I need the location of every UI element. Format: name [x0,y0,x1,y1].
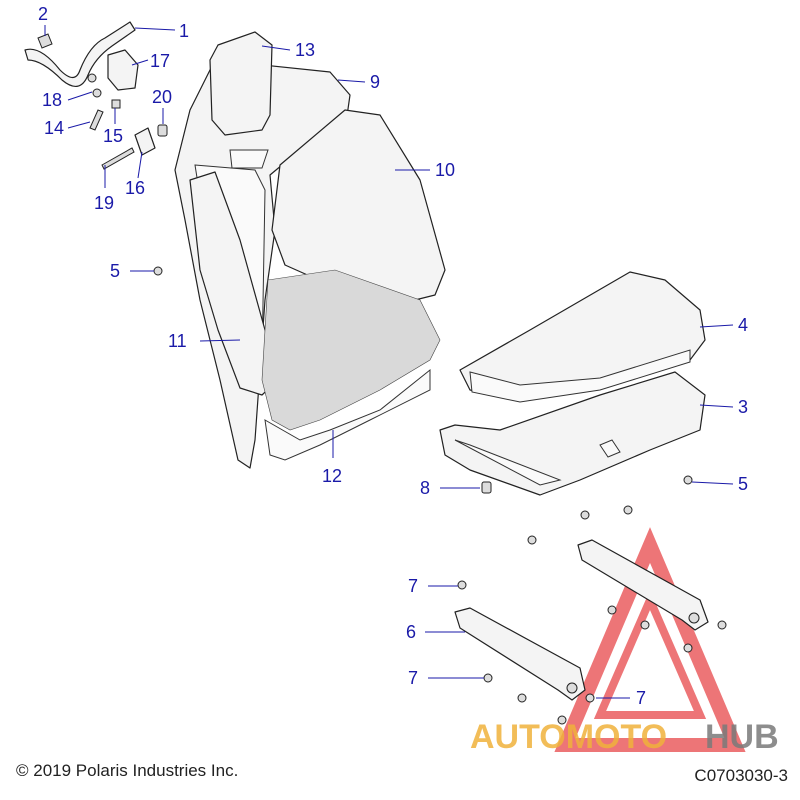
callout-5-left: 5 [110,261,120,281]
seat-back-lower-pan [261,269,441,461]
callout-12: 12 [322,466,342,486]
clip-2 [37,33,53,49]
callout-19: 19 [94,193,114,213]
watermark-text: AUTOMOTO HUB [470,718,779,756]
watermark-text-hub: HUB [705,718,779,756]
grommet-20 [157,124,168,137]
seat-bottom-pan [439,371,706,496]
callout-3: 3 [738,397,748,417]
callout-8: 8 [420,478,430,498]
seat-slide-rail-rear [577,539,709,631]
callout-14: 14 [44,118,64,138]
push-pin-5-left [153,266,163,276]
callout-labels: 1 2 3 4 5 5 6 7 7 7 8 9 10 11 12 13 14 1… [38,4,748,708]
copyright-notice: © 2019 Polaris Industries Inc. [16,761,239,780]
callout-9: 9 [370,72,380,92]
callout-16: 16 [125,178,145,198]
callout-15: 15 [103,126,123,146]
seat-bottom-cushion [459,271,706,403]
watermark-logo-triangle [554,527,746,752]
push-pin-8 [481,481,492,494]
bracket-17 [107,49,139,91]
callout-2: 2 [38,4,48,24]
headrest-pad [209,31,273,136]
leader-lines [44,25,734,699]
callout-17: 17 [150,51,170,71]
screw-18 [87,73,102,98]
callout-7-bottom: 7 [408,668,418,688]
callout-7-top: 7 [408,576,418,596]
callout-10: 10 [435,160,455,180]
drawing-code: C0703030-3 [694,766,788,785]
seat-slide-rail-front [454,607,586,701]
bolt-7-set [457,505,727,725]
seat-back-cushion [271,109,446,301]
bolt-19 [101,147,135,170]
callout-18: 18 [42,90,62,110]
latch-16 [134,127,156,156]
head-restraint-bar [24,21,136,87]
callout-7-right: 7 [636,688,646,708]
callout-20: 20 [152,87,172,107]
callout-4: 4 [738,315,748,335]
callout-11: 11 [168,331,187,351]
callout-6: 6 [406,622,416,642]
callout-1: 1 [179,21,189,41]
callout-13: 13 [295,40,315,60]
watermark-text-automoto: AUTOMOTO [470,718,667,756]
push-pin-5-right [683,475,693,485]
nut-15 [111,99,121,109]
callout-5-right: 5 [738,474,748,494]
spring-clip-14 [89,109,104,131]
